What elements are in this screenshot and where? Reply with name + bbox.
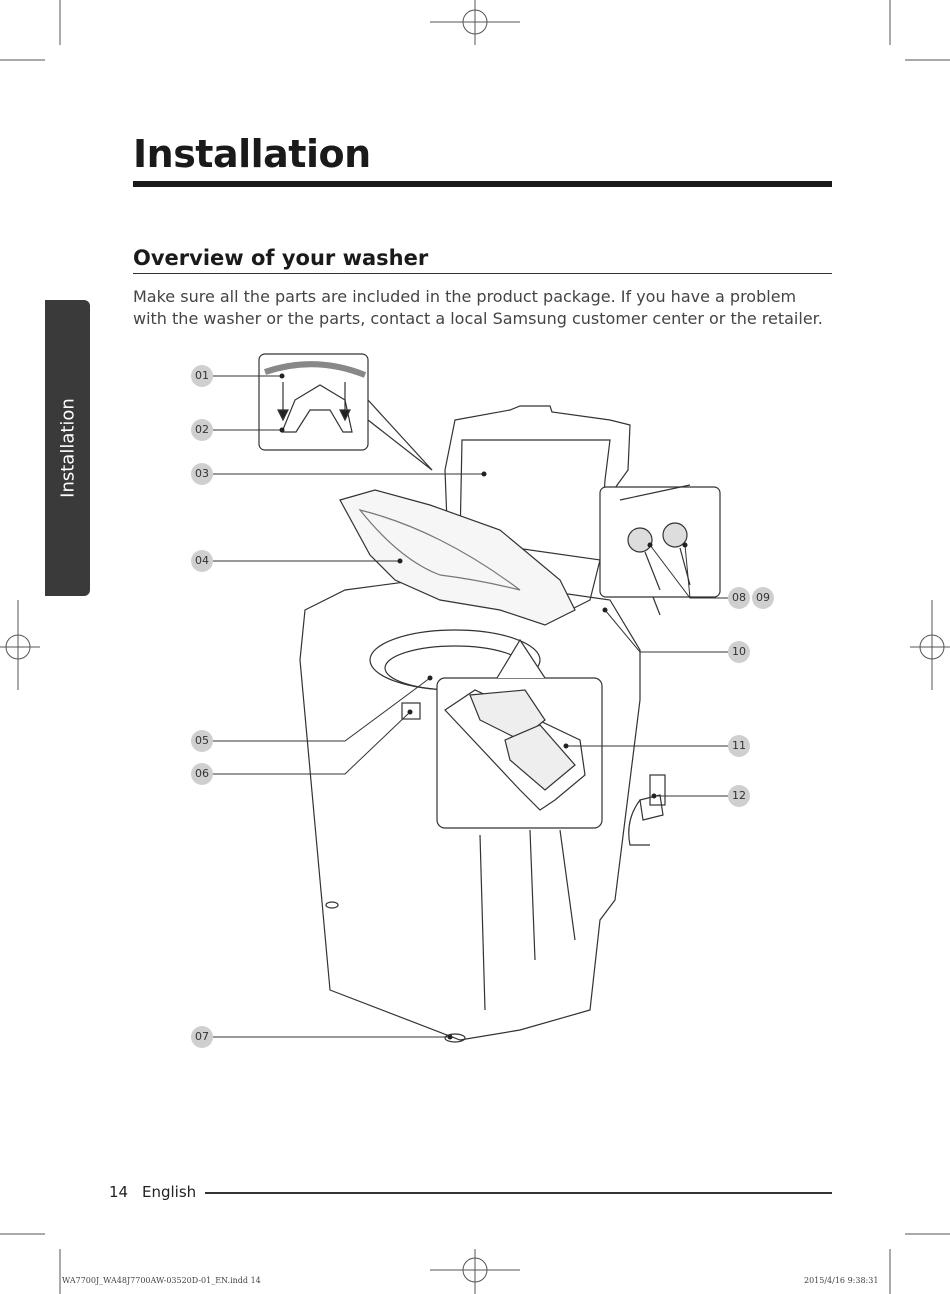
callout-04: 04 <box>191 550 213 572</box>
callout-06: 06 <box>191 763 213 785</box>
callout-03: 03 <box>191 463 213 485</box>
section-rule <box>133 273 832 274</box>
section-title: Overview of your washer <box>133 246 429 270</box>
footer-language: English <box>142 1183 197 1201</box>
callout-12: 12 <box>728 785 750 807</box>
callout-02: 02 <box>191 419 213 441</box>
inset-valves <box>599 484 721 616</box>
callout-07: 07 <box>191 1026 213 1048</box>
print-timestamp: 2015/4/16 9:38:31 <box>804 1276 879 1285</box>
inset-top <box>258 353 433 471</box>
footer-rule <box>205 1192 832 1194</box>
side-tab: Installation <box>45 300 90 596</box>
file-slug: WA7700J_WA48J7700AW-03520D-01_EN.indd 14 <box>62 1276 261 1285</box>
intro-paragraph: Make sure all the parts are included in … <box>133 287 823 328</box>
callout-05: 05 <box>191 730 213 752</box>
callout-08: 08 <box>728 587 750 609</box>
page-title: Installation <box>133 132 371 176</box>
callout-01: 01 <box>191 365 213 387</box>
callout-10: 10 <box>728 641 750 663</box>
leader-lines <box>213 375 728 1038</box>
inset-drawer <box>436 638 603 829</box>
leader-dots <box>279 373 688 1040</box>
side-tab-label: Installation <box>57 398 78 498</box>
page-number: 14 <box>109 1183 129 1201</box>
callout-09: 09 <box>752 587 774 609</box>
callout-11: 11 <box>728 735 750 757</box>
title-rule <box>133 181 832 187</box>
